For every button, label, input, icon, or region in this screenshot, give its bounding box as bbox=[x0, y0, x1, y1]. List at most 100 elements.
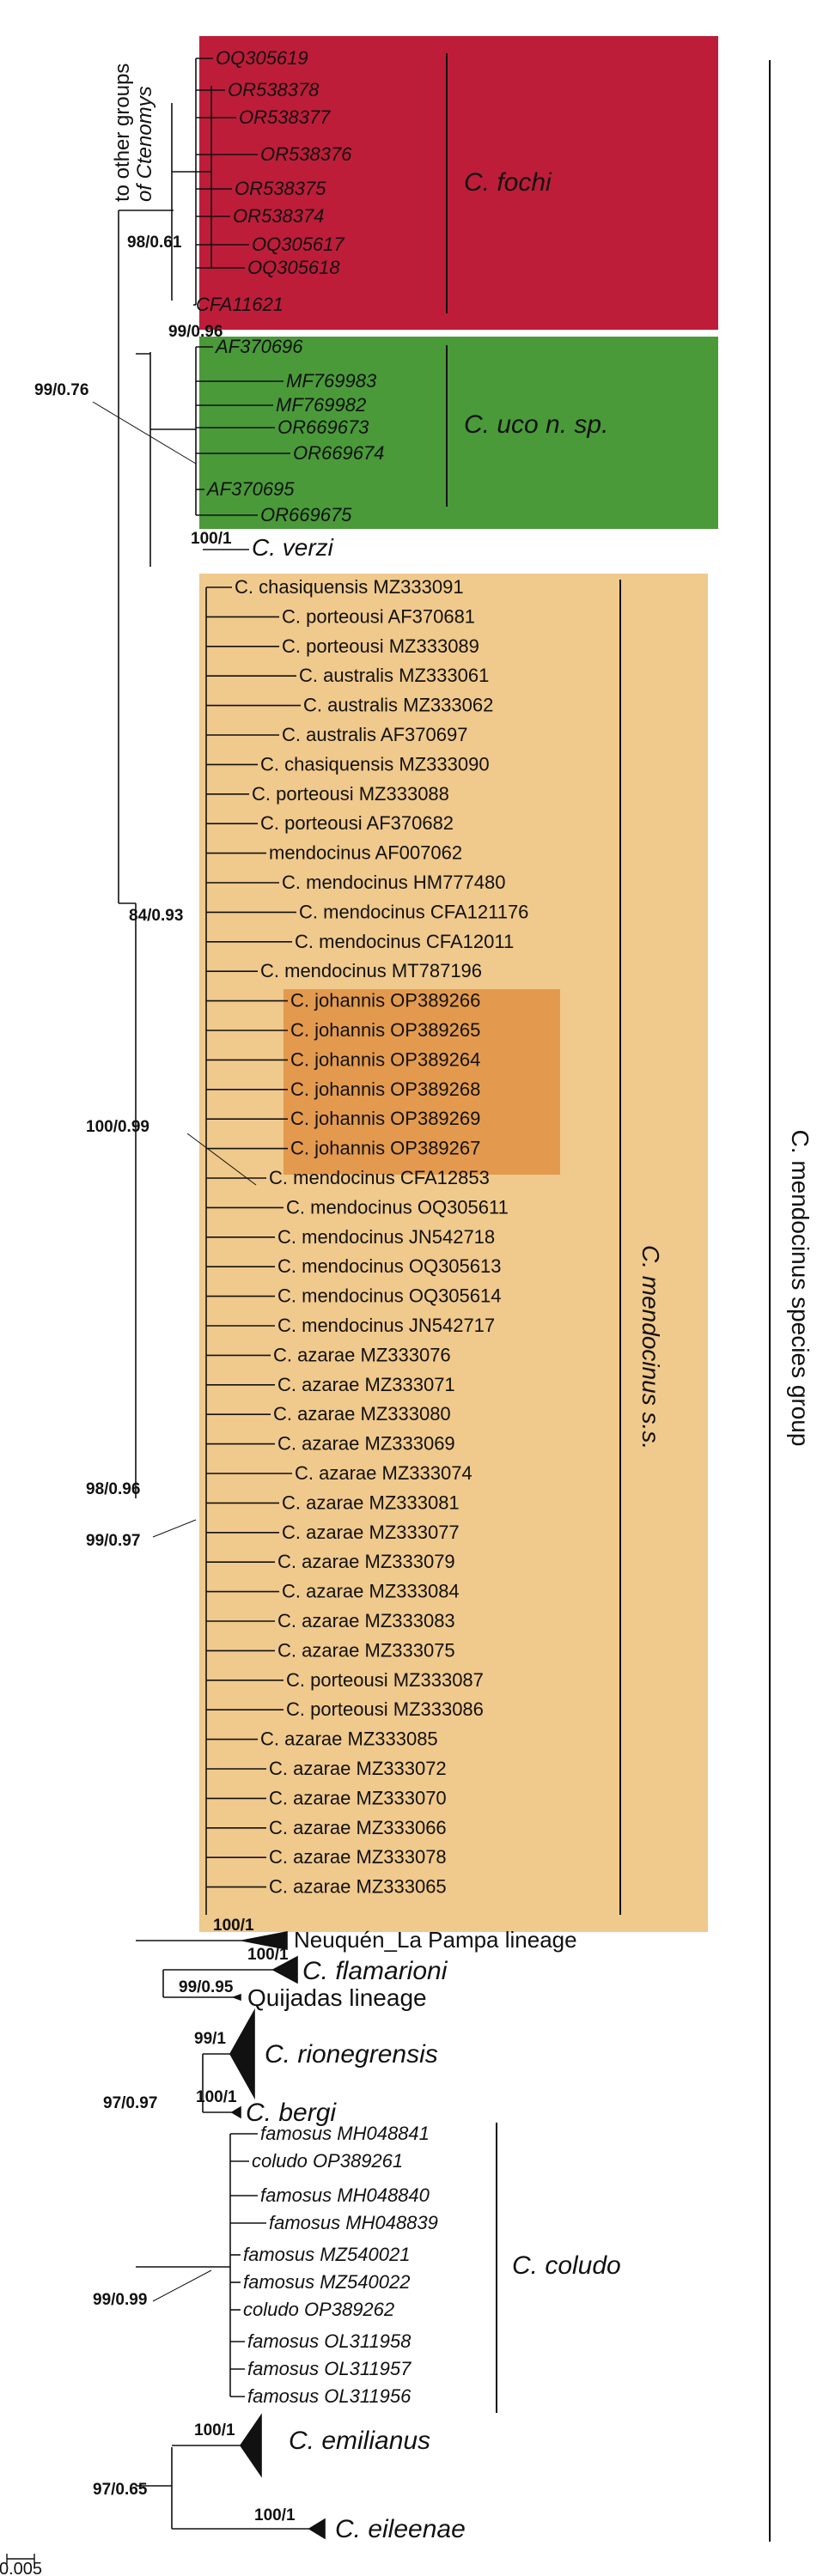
uco-tip-label: MF769982 bbox=[276, 394, 366, 416]
mendocinus-tip-label: C. azarae MZ333069 bbox=[277, 1433, 455, 1455]
eileenae-label: C. eileenae bbox=[335, 2515, 466, 2543]
fochi-name: C. fochi bbox=[464, 168, 552, 197]
fochi-tip-label: OR538375 bbox=[235, 178, 326, 199]
collapsed-lineage-label: Quijadas lineage bbox=[247, 1984, 427, 2011]
support-value: 98/0.61 bbox=[127, 234, 182, 252]
collapsed-triangle bbox=[231, 1993, 241, 2002]
uco-tip-label: OR669673 bbox=[277, 416, 369, 438]
mendocinus-tip-label: C. australis MZ333061 bbox=[299, 665, 489, 686]
support-pointer bbox=[152, 2269, 212, 2302]
uco-tip-label: MF769983 bbox=[286, 370, 377, 392]
uco-tip-label: OR669674 bbox=[293, 442, 384, 464]
mendocinus-tip-label: C. mendocinus HM777480 bbox=[282, 872, 505, 893]
mendocinus-tip-label: C. azarae MZ333071 bbox=[277, 1374, 455, 1395]
support-value: 100/0.99 bbox=[86, 1118, 149, 1136]
coludo-tip-label: coludo OP389261 bbox=[252, 2150, 403, 2172]
support-value: 84/0.93 bbox=[129, 907, 183, 925]
mendocinus-tip-label: C. azarae MZ333072 bbox=[269, 1758, 447, 1779]
coludo-tip-label: famosus MH048840 bbox=[260, 2184, 430, 2206]
support-value: 99/0.96 bbox=[168, 323, 223, 341]
fochi-tip-label: OQ305619 bbox=[216, 47, 308, 69]
collapsed-triangle bbox=[308, 2518, 326, 2540]
support-value: 99/0.76 bbox=[34, 381, 88, 399]
mendocinus-tip-label: C. azarae MZ333080 bbox=[273, 1403, 451, 1425]
support-value: 97/0.65 bbox=[93, 2481, 148, 2499]
fochi-tip-label: OR538378 bbox=[228, 79, 320, 100]
mendocinus-tip-label: C. johannis OP389264 bbox=[290, 1048, 480, 1070]
mendocinus-tip-label: C. mendocinus CFA121176 bbox=[299, 901, 528, 922]
mendocinus-tip-label: C. johannis OP389265 bbox=[290, 1019, 480, 1041]
clade-highlight-boxes bbox=[199, 36, 718, 1932]
verzi-label: C. verzi bbox=[252, 534, 334, 561]
collapsed-triangle bbox=[230, 2105, 241, 2119]
uco-name: C. uco n. sp. bbox=[464, 410, 608, 439]
support-value: 100/1 bbox=[247, 1946, 289, 1964]
uco-tip-label: AF370695 bbox=[205, 478, 295, 500]
species-group-label: C. mendocinus species group bbox=[787, 1130, 814, 1447]
mendocinus-tip-label: C. porteousi AF370681 bbox=[282, 605, 475, 627]
mendocinus-tip-label: C. chasiquensis MZ333091 bbox=[235, 576, 464, 598]
support-value: 100/1 bbox=[191, 530, 232, 548]
mendocinus-tip-label: C. australis AF370697 bbox=[282, 724, 467, 745]
mendocinus-tip-label: C. azarae MZ333070 bbox=[269, 1787, 447, 1808]
mendocinus-tip-label: C. mendocinus JN542717 bbox=[277, 1315, 495, 1336]
coludo-tip-label: famosus OL311958 bbox=[247, 2330, 412, 2352]
mendocinus-tip-label: C. chasiquensis MZ333090 bbox=[260, 753, 490, 775]
mendocinus-tip-label: C. johannis OP389266 bbox=[290, 990, 480, 1012]
coludo-tip-label: famosus OL311956 bbox=[247, 2385, 412, 2407]
mendocinus-tip-label: C. azarae MZ333079 bbox=[277, 1551, 455, 1572]
mendocinus-tip-label: C. azarae MZ333074 bbox=[295, 1462, 473, 1484]
mendocinus-tip-label: C. azarae MZ333076 bbox=[273, 1344, 451, 1365]
fochi-tip-label: OR538377 bbox=[239, 106, 331, 128]
collapsed-triangle bbox=[271, 1955, 298, 1984]
scale-bar-label: 0.005 bbox=[0, 2560, 42, 2576]
mendocinus-tip-label: C. australis MZ333062 bbox=[303, 695, 493, 716]
support-value: 100/1 bbox=[254, 2506, 296, 2524]
coludo-tip-label: famosus OL311957 bbox=[247, 2358, 412, 2379]
mendocinus-tip-label: C. mendocinus OQ305614 bbox=[277, 1285, 502, 1307]
mendocinus-tip-label: C. porteousi MZ333089 bbox=[282, 635, 479, 657]
mendocinus-tip-label: C. azarae MZ333077 bbox=[282, 1522, 460, 1543]
mendocinus-tip-label: C. azarae MZ333065 bbox=[269, 1876, 447, 1898]
mendocinus-tip-label: C. porteousi MZ333088 bbox=[252, 783, 449, 805]
support-pointer bbox=[92, 401, 197, 465]
mendocinus-tip-label: C. azarae MZ333085 bbox=[260, 1728, 438, 1750]
mendocinus-tip-label: C. mendocinus MT787196 bbox=[260, 960, 482, 981]
mendocinus-tip-label: C. johannis OP389267 bbox=[290, 1138, 480, 1159]
outgroup-label: to other groups bbox=[111, 64, 134, 202]
support-value: 98/0.96 bbox=[86, 1480, 140, 1498]
mendocinus-tip-label: C. mendocinus OQ305613 bbox=[277, 1255, 502, 1277]
uco-tip-label: AF370696 bbox=[214, 336, 303, 357]
uco-clade-box bbox=[199, 337, 718, 529]
coludo-name: C. coludo bbox=[512, 2251, 621, 2280]
mendocinus-tip-label: C. azarae MZ333081 bbox=[282, 1492, 460, 1513]
mendocinus-tip-label: C. johannis OP389268 bbox=[290, 1078, 480, 1100]
mendocinus-ss-name: C. mendocinus s.s. bbox=[637, 1245, 664, 1449]
uco-tip-label: OR669675 bbox=[260, 504, 352, 526]
coludo-tip-label: famosus MH048839 bbox=[269, 2212, 438, 2233]
support-value: 97/0.97 bbox=[103, 2094, 157, 2112]
emilianus-label: C. emilianus bbox=[289, 2427, 430, 2455]
collapsed-lineage-label: C. rionegrensis bbox=[265, 2040, 438, 2069]
collapsed-lineage-label: C. flamarioni bbox=[302, 1957, 448, 1985]
mendocinus-tip-label: C. azarae MZ333066 bbox=[269, 1817, 447, 1838]
outgroup-label: of Ctenomys bbox=[133, 86, 156, 202]
coludo-tip-label: famosus MH048841 bbox=[260, 2123, 430, 2144]
mendocinus-tip-label: C. azarae MZ333083 bbox=[277, 1610, 455, 1631]
fochi-tip-label: OR538376 bbox=[260, 143, 352, 165]
mendocinus-tip-label: C. mendocinus CFA12011 bbox=[295, 931, 514, 952]
mendocinus-ss-clade-box bbox=[199, 574, 708, 1932]
fochi-tip-label: OQ305617 bbox=[252, 234, 344, 255]
mendocinus-tip-label: C. azarae MZ333075 bbox=[277, 1639, 455, 1661]
support-value: 99/1 bbox=[194, 2030, 226, 2048]
fochi-tip-label: CFA11621 bbox=[196, 294, 284, 315]
support-value: 100/1 bbox=[196, 2088, 237, 2106]
collapsed-triangle bbox=[229, 2008, 255, 2100]
mendocinus-tip-label: C. azarae MZ333078 bbox=[269, 1846, 447, 1868]
collapsed-triangle bbox=[240, 2413, 262, 2478]
mendocinus-tip-label: C. azarae MZ333084 bbox=[282, 1581, 460, 1602]
mendocinus-tip-label: C. johannis OP389269 bbox=[290, 1108, 480, 1129]
collapsed-lineage-label: Neuquén_La Pampa lineage bbox=[294, 1927, 577, 1953]
